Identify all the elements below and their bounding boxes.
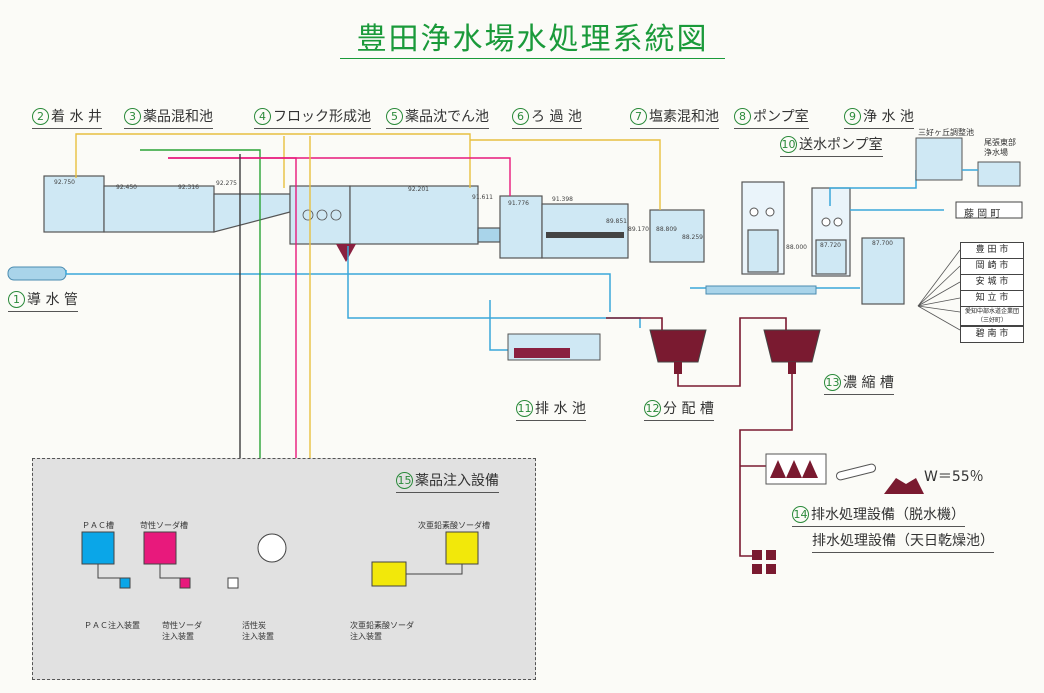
- water-level: 91.776: [508, 200, 529, 207]
- city-box: 愛知中部水道企業団 （三好町）: [960, 306, 1024, 326]
- paddle: [316, 209, 328, 221]
- soda-pump: [179, 577, 191, 589]
- chemical-injection-panel: [32, 458, 536, 680]
- dewatering-machine: [765, 453, 827, 485]
- water-level: 91.398: [552, 196, 573, 203]
- pump-icon: [765, 207, 775, 217]
- hypo-tank: [445, 531, 479, 565]
- water-level: 92.201: [408, 186, 429, 193]
- water-level: 87.700: [872, 240, 893, 247]
- pac-injector-label: ＰＡＣ注入装置: [84, 621, 140, 630]
- drain-pond-sludge: [514, 348, 570, 358]
- mixing-basin: [103, 185, 215, 233]
- carbon-injector-label: 活性炭 注入装置: [242, 621, 274, 641]
- hypo-injector-label: 次亜鉛素酸ソーダ 注入装置: [350, 621, 414, 641]
- moisture-label: W＝55％: [924, 469, 984, 485]
- water-level: 88.000: [786, 244, 807, 251]
- fujioka-label: 藤 岡 町: [964, 209, 1001, 220]
- miyoshi-reservoir: [915, 137, 963, 181]
- pac-tank-label: ＰＡＣ槽: [82, 521, 114, 530]
- thickener-tank: [763, 329, 821, 374]
- water-level: 88.259: [682, 234, 703, 241]
- clear-well: [861, 237, 905, 305]
- transmission-tank: [815, 239, 847, 275]
- fujioka-box: [955, 201, 1023, 219]
- water-level: 89.851: [606, 218, 627, 225]
- sludge-lines: [606, 317, 793, 557]
- chlorine-basin: [649, 209, 705, 263]
- water-level: 87.720: [820, 242, 841, 249]
- pump-icon: [749, 207, 759, 217]
- city-box: 岡 崎 市: [960, 258, 1024, 275]
- city-box: 知 立 市: [960, 290, 1024, 307]
- water-level: 92.750: [54, 179, 75, 186]
- carbon-hopper: [257, 533, 287, 563]
- pump-icon: [821, 217, 831, 227]
- water-level: 92.450: [116, 184, 137, 191]
- pump-icon: [833, 217, 843, 227]
- city-box: 豊 田 市: [960, 242, 1024, 259]
- miyoshi-label: 三好ヶ丘調整池: [918, 128, 974, 137]
- water-level: 92.316: [178, 184, 199, 191]
- sludge-hopper: [336, 244, 356, 262]
- receiving-well: [43, 175, 105, 233]
- water-level: 91.611: [472, 194, 493, 201]
- soda-tank: [143, 531, 177, 565]
- water-level: 92.275: [216, 180, 237, 187]
- water-level: 88.809: [656, 226, 677, 233]
- pac-pump: [119, 577, 131, 589]
- sludge-cake: [835, 463, 877, 481]
- water-level: 89.170: [628, 226, 649, 233]
- paddle: [302, 209, 314, 221]
- filter-bed: [546, 232, 624, 238]
- drying-beds: [752, 550, 776, 574]
- pump-room-tank: [747, 229, 779, 273]
- cake-pile: [884, 478, 924, 494]
- basin-structure: [43, 175, 905, 305]
- paddle: [330, 209, 342, 221]
- floc-paddles: [302, 209, 342, 221]
- owari-label: 尾張東部 浄水場: [984, 138, 1016, 157]
- floc-basin: [289, 185, 351, 245]
- filter-basin-b: [541, 203, 629, 259]
- pac-tank: [81, 531, 115, 565]
- owari-plant: [977, 161, 1021, 187]
- filter-media: [546, 232, 624, 238]
- distribution-tank: [649, 329, 707, 374]
- city-lines: [917, 249, 961, 331]
- carbon-pump: [227, 577, 239, 589]
- drying-label: 排水処理設備（天日乾燥池）: [812, 530, 994, 553]
- title-underline: [340, 58, 725, 59]
- page-title: 豊田浄水場水処理系統図: [356, 22, 709, 57]
- hypo-tank-label: 次亜鉛素酸ソーダ槽: [418, 521, 490, 530]
- city-box: 碧 南 市: [960, 326, 1024, 343]
- soda-injector-label: 苛性ソーダ 注入装置: [162, 621, 202, 641]
- distribution-header: [705, 285, 817, 295]
- hypo-injector-box: [371, 561, 407, 587]
- sedimentation-basin: [349, 185, 479, 245]
- soda-tank-label: 苛性ソーダ槽: [140, 521, 188, 530]
- city-box: 安 城 市: [960, 274, 1024, 291]
